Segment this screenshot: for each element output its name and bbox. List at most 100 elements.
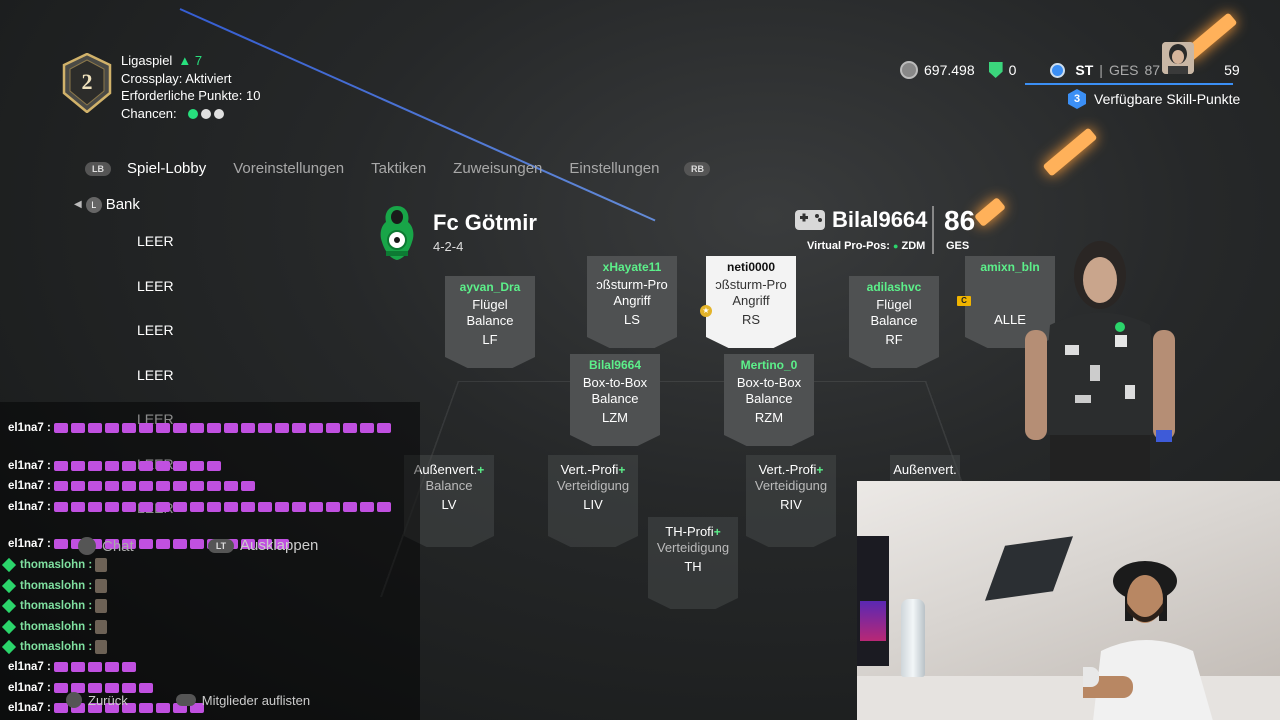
chat-message: thomaslohn :: [1, 578, 108, 594]
division-badge-icon: 2: [62, 53, 112, 113]
emote-icon: [87, 683, 102, 693]
chat-username: el1na7 :: [8, 661, 51, 673]
emote-icon: [274, 502, 289, 512]
position-card-liv[interactable]: Vert.-Profi+ Verteidigung LIV: [548, 455, 638, 547]
emote-icon: [240, 481, 255, 491]
card-position: LF: [482, 332, 498, 347]
vpp-position: ZDM: [901, 240, 926, 252]
chat-label: Chat: [102, 537, 134, 555]
chat-message: el1na7 :: [4, 480, 255, 492]
skill-points-icon: 3: [1068, 89, 1086, 109]
badge-icon: [1, 598, 17, 614]
emote-icon: [70, 539, 85, 549]
emote-icon: [189, 703, 204, 713]
position-card-th[interactable]: TH-Profi+ Verteidigung TH: [648, 517, 738, 609]
card-player-name: Bilal9664: [588, 358, 642, 372]
ges-label: GES: [1108, 62, 1139, 78]
chat-username: el1na7 :: [8, 422, 51, 434]
card-player-name: xHayate11: [602, 260, 662, 274]
tab-einstellungen[interactable]: Einstellungen: [569, 160, 660, 177]
card-position: RF: [885, 332, 903, 347]
currency-bar: 697.498 0 ST | GES 87 59: [900, 58, 1240, 82]
position-card-lf[interactable]: ayvan_Dra Flügel Balance LF: [445, 276, 535, 368]
emote-icon: [172, 461, 187, 471]
emote-icon: [138, 481, 153, 491]
emote-icon: [95, 620, 108, 634]
emote-icon: [155, 703, 170, 713]
emote-icon: [87, 502, 102, 512]
skill-points-label: Verfügbare Skill-Punkte: [1094, 91, 1241, 107]
list-members-button[interactable]: Mitglieder auflisten: [201, 692, 311, 708]
badge-icon: [1, 578, 17, 594]
emote-icon: [53, 461, 68, 471]
chance-dot: [200, 109, 211, 120]
emote-icon: [70, 662, 85, 672]
club-name: Fc Götmir: [433, 210, 537, 235]
webcam-overlay: [857, 481, 1280, 720]
chat-username: thomaslohn :: [20, 559, 93, 571]
controller-icon: [795, 210, 825, 230]
emote-icon: [104, 481, 119, 491]
chat-icon: [78, 537, 96, 555]
emote-icon: [104, 461, 119, 471]
captain-badge-icon: C: [957, 296, 971, 306]
card-role: ɔßsturm-Pro: [596, 277, 668, 292]
card-focus: Angriff: [613, 293, 651, 308]
card-focus: Angriff: [732, 293, 770, 308]
chat-message: el1na7 :: [4, 422, 391, 434]
emote-icon: [189, 481, 204, 491]
card-role: Flügel: [472, 297, 508, 312]
card-position: RS: [741, 312, 761, 327]
badge-icon: [1, 639, 17, 655]
emote-icon: [95, 640, 108, 654]
emote-icon: [121, 502, 136, 512]
skill-points[interactable]: 3 Verfügbare Skill-Punkte: [1068, 89, 1240, 109]
emote-icon: [138, 703, 153, 713]
player-ovr: 86: [944, 205, 976, 236]
emote-icon: [342, 502, 357, 512]
emote-icon: [172, 703, 187, 713]
position-card-riv[interactable]: Vert.-Profi+ Verteidigung RIV: [746, 455, 836, 547]
ceiling-window: [984, 536, 1074, 601]
bank-slot[interactable]: LEER: [137, 322, 174, 338]
lb-button-icon[interactable]: LB: [85, 161, 111, 176]
tab-spiel-lobby[interactable]: Spiel-Lobby: [127, 160, 207, 177]
position-card-ls[interactable]: xHayate11 ɔßsturm-Pro Angriff LS: [587, 256, 677, 348]
rating-underline: [1025, 83, 1233, 85]
emote-icon: [87, 662, 102, 672]
chat-message: el1na7 :: [4, 702, 204, 714]
tab-taktiken[interactable]: Taktiken: [371, 160, 427, 177]
emote-icon: [206, 461, 221, 471]
position-card-rf[interactable]: adilashvc Flügel Balance RF: [849, 276, 939, 368]
expand-button[interactable]: LT Ausklappen: [208, 537, 318, 554]
card-focus: Balance: [466, 313, 514, 328]
card-role: Vert.-Profi+: [758, 462, 824, 477]
bank-label: Bank: [105, 196, 140, 213]
emote-icon: [95, 558, 108, 572]
card-position: LZM: [602, 410, 628, 425]
position-card-rzm[interactable]: Mertino_0 Box-to-Box Balance RZM: [724, 354, 814, 446]
player-avatar: [1162, 42, 1194, 74]
card-role: ɔßsturm-Pro: [715, 277, 787, 292]
emote-icon: [189, 423, 204, 433]
card-position: ALLE: [994, 312, 1026, 327]
position-card-alle[interactable]: amixn_bln ALLE: [965, 256, 1055, 348]
emote-icon: [189, 539, 204, 549]
bank-slot[interactable]: LEER: [137, 233, 174, 249]
bank-slot[interactable]: LEER: [137, 367, 174, 383]
position-card-lzm[interactable]: Bilal9664 Box-to-Box Balance LZM: [570, 354, 660, 446]
emote-icon: [172, 539, 187, 549]
tab-zuweisungen[interactable]: Zuweisungen: [453, 160, 543, 177]
rb-button-icon[interactable]: RB: [684, 161, 711, 176]
position-card-lv[interactable]: Außenvert.+ Balance LV: [404, 455, 494, 547]
position-card-rs[interactable]: neti0000 ɔßsturm-Pro Angriff RS: [706, 256, 796, 348]
bank-header[interactable]: ◀ L Bank: [74, 196, 140, 213]
emote-icon: [121, 481, 136, 491]
tab-voreinstellungen[interactable]: Voreinstellungen: [233, 160, 345, 177]
chat-username: thomaslohn :: [20, 621, 93, 633]
chat-button[interactable]: Chat: [78, 537, 134, 555]
crossplay-status: Crossplay: Aktiviert: [121, 70, 232, 86]
bank-slot[interactable]: LEER: [137, 278, 174, 294]
formation: 4-2-4: [433, 239, 464, 254]
back-button[interactable]: Zurück: [88, 692, 128, 708]
